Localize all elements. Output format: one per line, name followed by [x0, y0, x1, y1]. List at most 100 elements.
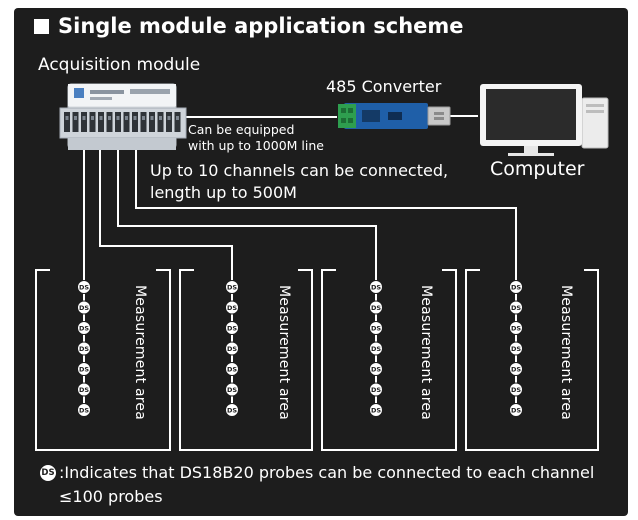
terminal-screw: [132, 112, 138, 132]
ds-probe-label: DS: [79, 325, 89, 333]
module-terminal-block: [64, 112, 181, 132]
terminal-screw: [89, 112, 96, 132]
ds-probe-icon: DS: [77, 382, 91, 397]
ds-probe-label: DS: [371, 386, 381, 394]
ds-probe-icon: DS: [225, 403, 239, 417]
ds-probe-icon: DS: [509, 341, 523, 356]
ds-probe-label: DS: [371, 284, 381, 292]
ds-probe-label: DS: [227, 366, 237, 374]
acquisition-module-label: Acquisition module: [38, 55, 201, 75]
ds-probe-label: DS: [227, 386, 237, 394]
terminal-screw-head: [74, 116, 77, 120]
ds-probe-label: DS: [371, 345, 381, 353]
ds-probe-icon: DS: [225, 382, 239, 397]
measurement-area-bracket-1: [35, 269, 171, 451]
ds-probe-label: DS: [511, 345, 521, 353]
ds-probe-label: DS: [79, 386, 89, 394]
title-square-icon: [34, 18, 49, 34]
ds-probe-icon: DS: [509, 382, 523, 397]
measurement-area-label-2: Measurement area: [276, 285, 292, 420]
computer-icon: [480, 84, 609, 156]
wire-4: [99, 150, 233, 270]
measurement-area-bracket-3: [321, 269, 457, 451]
channels-note-line1: Up to 10 channels can be connected,: [150, 161, 449, 180]
measurement-area-label-1: Measurement area: [132, 285, 148, 420]
measurement-area-label-4: Measurement area: [558, 285, 574, 420]
ds-probe-label: DS: [227, 304, 237, 312]
terminal-screw-head: [65, 116, 69, 120]
line-length-note-line2: with up to 1000M line: [188, 138, 324, 153]
line-length-note: Can be equipped with up to 1000M line: [188, 122, 324, 154]
ds-probe-icon: DS: [369, 403, 383, 417]
ds-probe-label: DS: [227, 325, 237, 333]
ds-probe-label: DS: [79, 304, 89, 312]
ds-probe-label: DS: [371, 325, 381, 333]
ds-probe-icon: DS: [369, 341, 383, 356]
ds-probe-icon: DS: [509, 321, 523, 335]
ds-probe-icon: DS: [509, 362, 523, 376]
terminal-screw: [115, 112, 121, 132]
ds-probe-label: DS: [79, 407, 89, 415]
ds-probe-icon: DS: [369, 300, 383, 315]
terminal-screw: [64, 112, 70, 132]
ds-probe-icon: DS: [369, 280, 383, 294]
measurement-area-bracket-2: [179, 269, 313, 451]
terminal-screw-head: [150, 116, 154, 120]
terminal-screw: [174, 112, 181, 132]
probe-chains: DS DS DS DS DS DS DS DS DS DS DS DS DS DS DS DS DS DS DS DS…: [77, 270, 523, 417]
ds-probe-icon: DS: [225, 280, 239, 294]
ds-probe-label: DS: [511, 284, 521, 292]
terminal-screw-head: [108, 116, 111, 120]
legend-text: :Indicates that DS18B20 probes can be co…: [59, 463, 595, 506]
ds-probe-icon: DS: [225, 321, 239, 335]
ds-probe-label: DS: [227, 407, 237, 415]
terminal-screw: [106, 112, 113, 132]
terminal-screw-head: [82, 116, 86, 120]
legend: DS :Indicates that DS18B20 probes can be…: [40, 461, 630, 509]
channels-note: Up to 10 channels can be connected, leng…: [150, 160, 448, 204]
ds-probe-label: DS: [79, 284, 89, 292]
line-length-note-line1: Can be equipped: [188, 122, 295, 137]
terminal-screw: [140, 112, 147, 132]
terminal-screw: [81, 112, 87, 132]
ds-probe-label: DS: [371, 304, 381, 312]
measurement-area-bracket-4: [465, 269, 599, 451]
terminal-screw-head: [99, 116, 103, 120]
terminal-screw-head: [133, 116, 137, 120]
terminal-screw-head: [159, 116, 162, 120]
scheme-title: Single module application scheme: [34, 14, 464, 38]
ds-probe-label: DS: [371, 407, 381, 415]
terminal-screw: [166, 112, 172, 132]
ds-probe-icon: DS: [369, 382, 383, 397]
ds-probe-icon: DS: [225, 300, 239, 315]
terminal-screw: [98, 112, 104, 132]
ds-probe-icon: DS: [509, 280, 523, 294]
ds-probe-icon: DS: [77, 300, 91, 315]
terminal-screw: [123, 112, 130, 132]
ds-probe-icon: DS: [77, 362, 91, 376]
terminal-screw-head: [176, 116, 179, 120]
ds-probe-icon: DS: [369, 362, 383, 376]
ds-probe-label: DS: [511, 304, 521, 312]
ds-probe-icon: DS: [369, 321, 383, 335]
terminal-screw-head: [116, 116, 120, 120]
ds-probe-label: DS: [371, 366, 381, 374]
terminal-screw-head: [142, 116, 145, 120]
ds-probe-icon: DS: [225, 362, 239, 376]
wire-6: [135, 150, 517, 270]
acquisition-module-icon: [59, 83, 187, 150]
terminal-screw-head: [91, 116, 94, 120]
terminal-screw-head: [125, 116, 128, 120]
measurement-area-label-3: Measurement area: [418, 285, 434, 420]
ds-probe-label: DS: [511, 386, 521, 394]
terminal-screw: [149, 112, 155, 132]
ds-probe-label: DS: [511, 325, 521, 333]
ds-probe-icon: DS: [77, 403, 91, 417]
converter-label: 485 Converter: [326, 77, 442, 96]
ds-probe-label: DS: [227, 284, 237, 292]
ds-probe-icon: DS: [77, 341, 91, 356]
ds-probe-icon: DS: [509, 403, 523, 417]
computer-label: Computer: [490, 158, 585, 180]
